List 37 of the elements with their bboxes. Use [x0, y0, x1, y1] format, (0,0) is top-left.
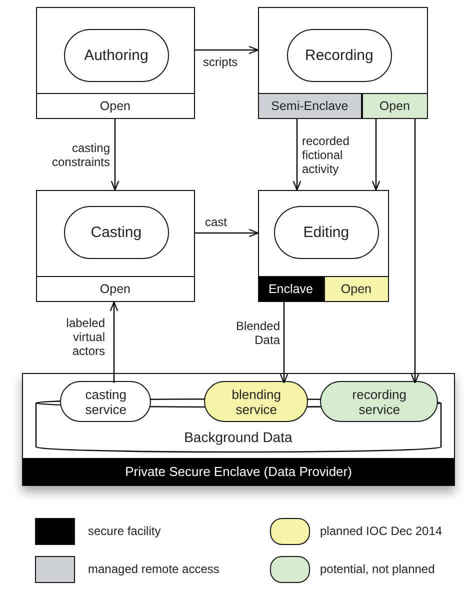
process-panel — [258, 190, 389, 302]
arrow — [280, 302, 288, 384]
arrow — [110, 119, 120, 191]
edge-label: labeled virtual actors — [65, 316, 105, 358]
process-panel — [36, 190, 195, 302]
service-pill: blending service — [204, 381, 308, 422]
legend-label: planned IOC Dec 2014 — [320, 524, 442, 538]
status-band: Open — [362, 92, 428, 119]
edge-label: scripts — [203, 55, 239, 69]
process-node: Recording — [286, 28, 392, 82]
edge-label: casting constraints — [50, 141, 110, 169]
status-band: Semi-Enclave — [258, 92, 362, 119]
process-panel — [36, 7, 195, 119]
arrow — [110, 301, 118, 383]
legend-label: managed remote access — [88, 562, 220, 576]
arrow — [195, 46, 259, 54]
edge-label: cast — [205, 215, 228, 229]
process-panel — [258, 7, 428, 119]
process-node: Casting — [64, 206, 169, 259]
status-band: Open — [324, 276, 389, 302]
edge-label: Blended Data — [234, 319, 280, 347]
service-pill: recording service — [320, 381, 438, 422]
status-band: Enclave — [258, 276, 324, 302]
arrow — [372, 119, 380, 191]
database-cylinder — [34, 382, 442, 455]
arrow — [410, 119, 420, 384]
enclave-band: Private Secure Enclave (Data Provider) — [23, 458, 454, 485]
legend-label: potential, not planned — [320, 562, 435, 576]
arrow — [195, 228, 259, 238]
process-node: Authoring — [64, 28, 169, 82]
process-node: Editing — [274, 206, 379, 259]
service-pill: casting service — [60, 381, 152, 422]
enclave-container — [22, 373, 455, 486]
arrow — [292, 119, 302, 191]
cylinder-label: Background Data — [183, 428, 294, 445]
edge-label: recorded fictional activity — [302, 134, 350, 176]
legend-label: secure facility — [88, 524, 161, 538]
